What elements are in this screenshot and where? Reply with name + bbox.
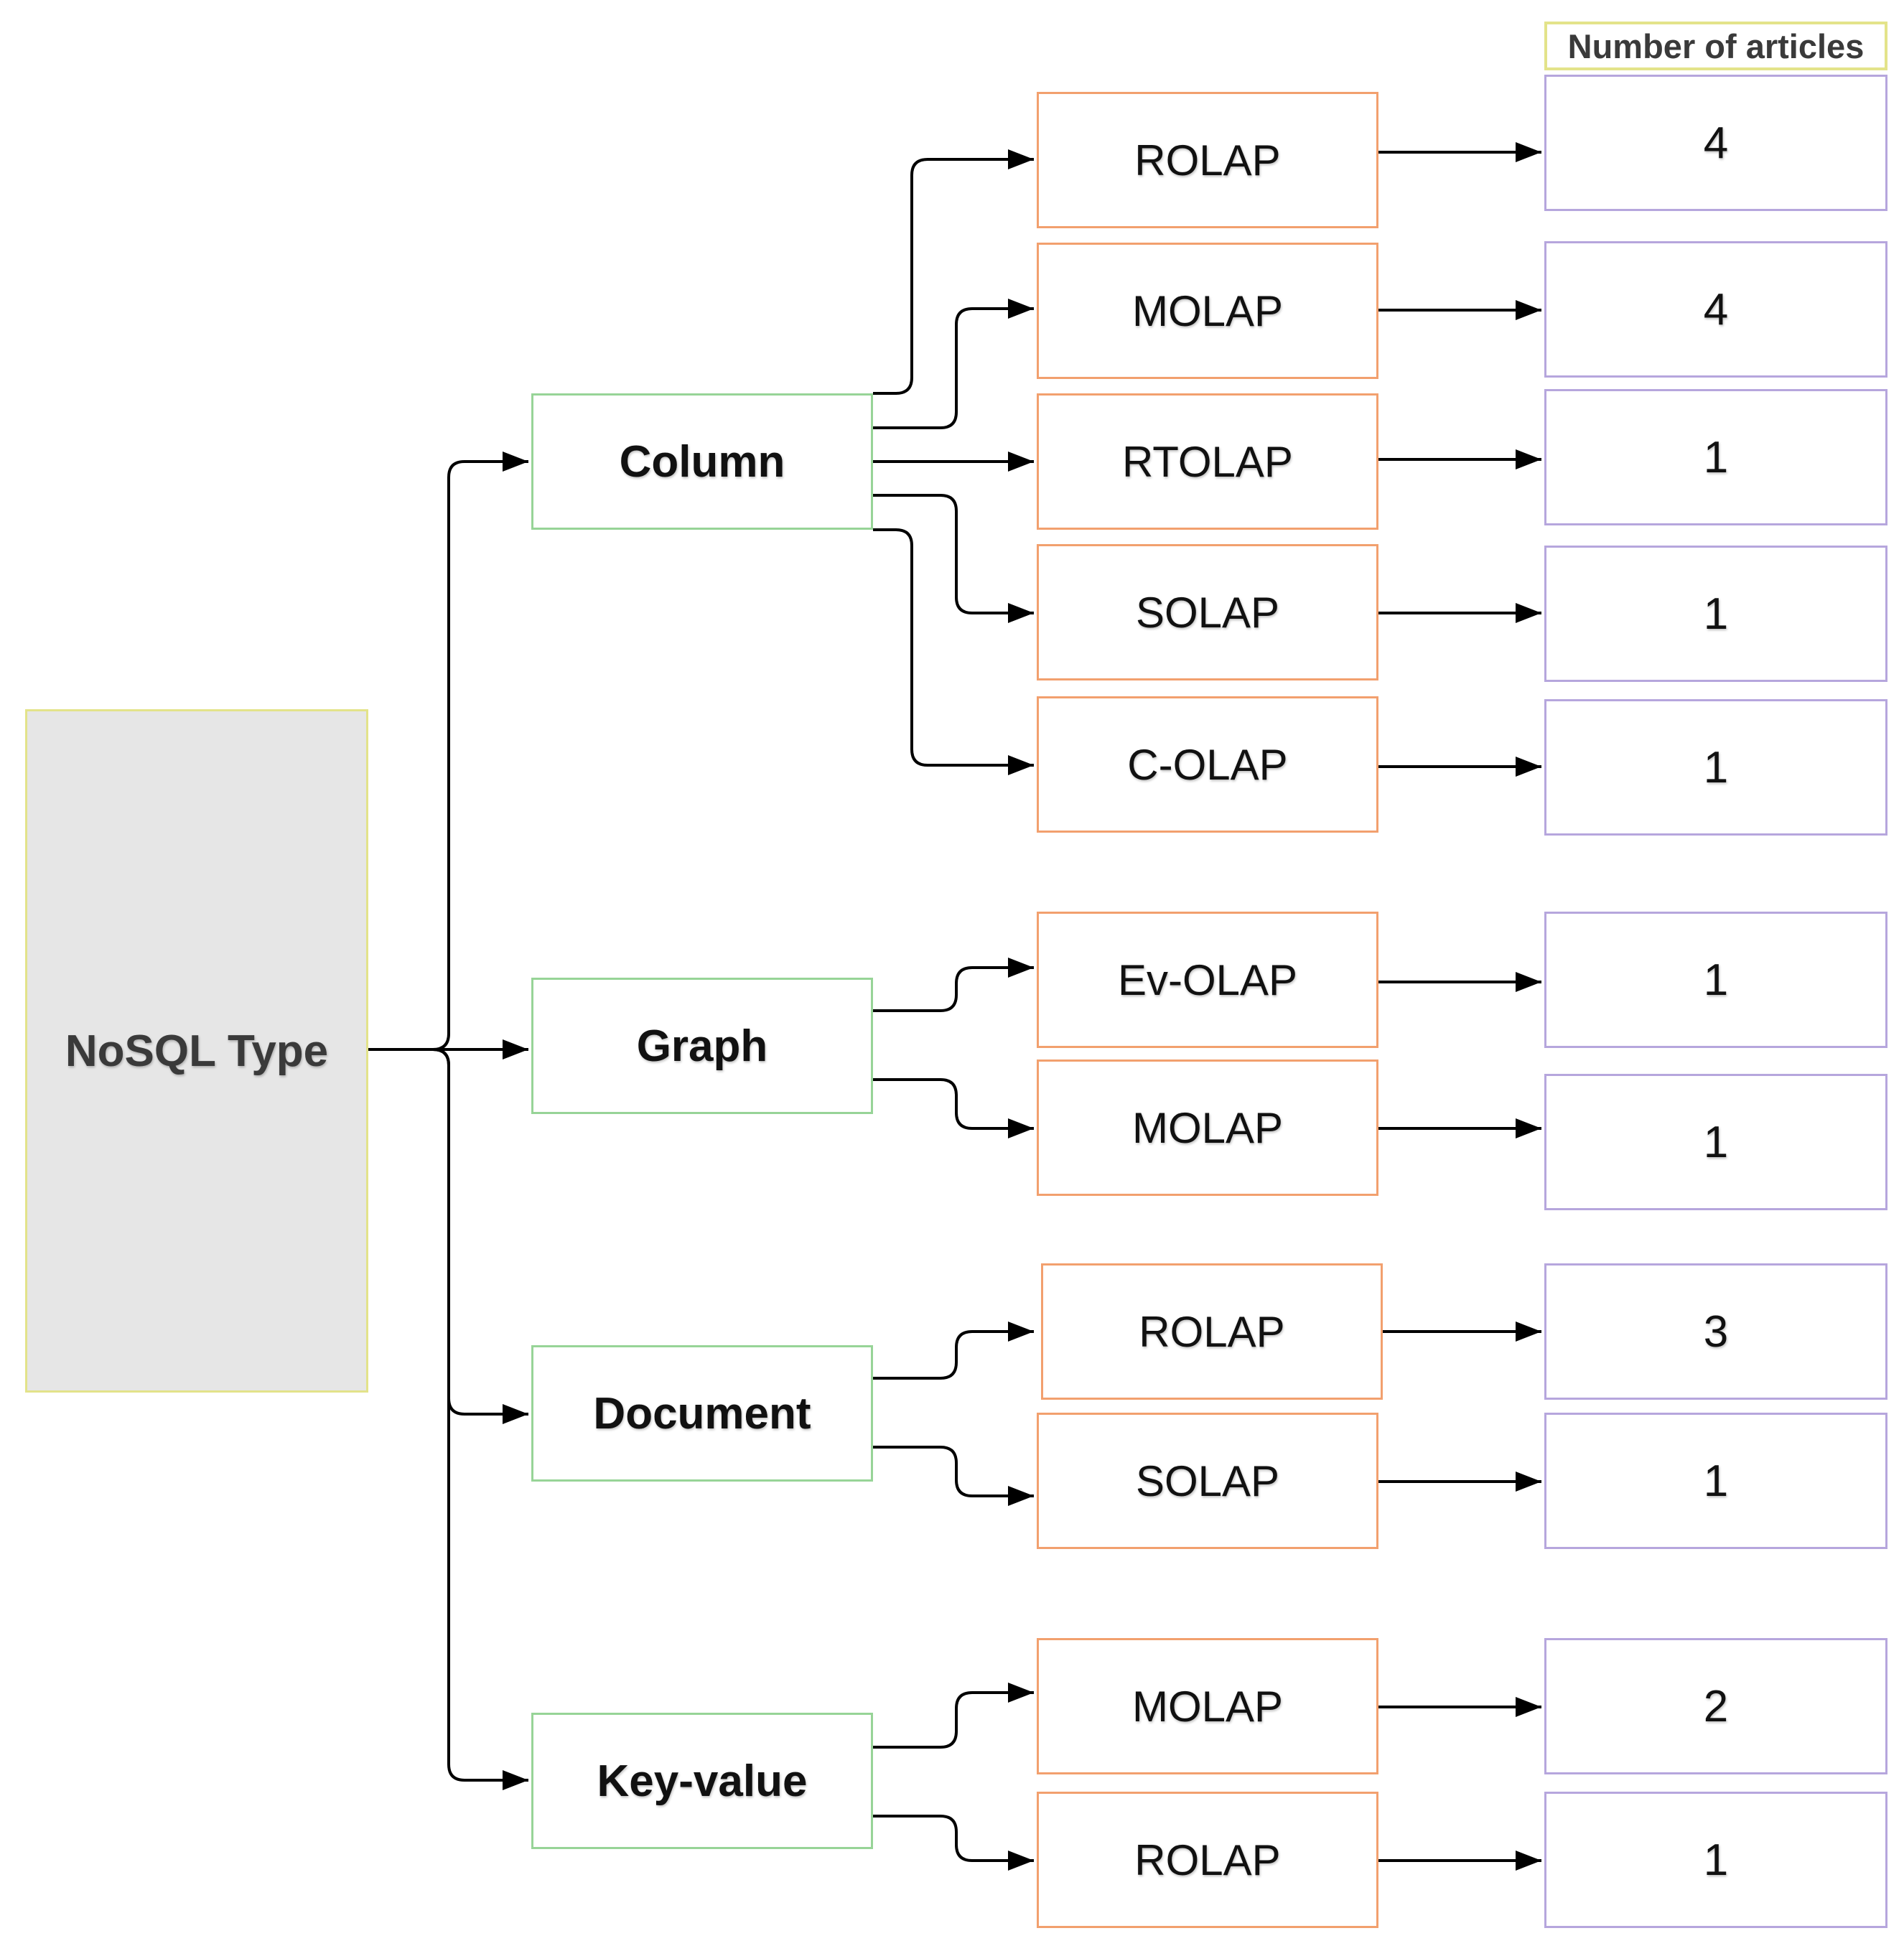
olap-label: SOLAP [1135, 1456, 1280, 1505]
olap-node-document-rolap: ROLAP [1041, 1263, 1383, 1400]
count-node-graph-ev-olap: 1 [1544, 912, 1887, 1048]
number-of-articles-header: Number of articles [1544, 22, 1887, 70]
type-node-column: Column [531, 393, 873, 530]
count-value: 1 [1703, 955, 1729, 1005]
olap-node-column-rtolap: RTOLAP [1037, 393, 1378, 530]
type-label: Document [593, 1388, 811, 1439]
arrow-type-to-column-rolap [873, 149, 1034, 395]
count-value: 1 [1703, 589, 1729, 639]
count-node-document-rolap: 3 [1544, 1263, 1887, 1400]
arrow-root-to-column [368, 452, 528, 1051]
type-node-key-value: Key-value [531, 1713, 873, 1849]
count-node-column-c-olap: 1 [1544, 699, 1887, 836]
olap-label: ROLAP [1139, 1307, 1285, 1356]
count-node-graph-molap: 1 [1544, 1074, 1887, 1210]
olap-label: MOLAP [1131, 286, 1284, 335]
count-node-column-rolap: 4 [1544, 75, 1887, 211]
olap-node-key-value-rolap: ROLAP [1037, 1792, 1378, 1928]
olap-label: ROLAP [1134, 1835, 1281, 1884]
olap-node-column-c-olap: C-OLAP [1037, 696, 1378, 833]
arrow-type-to-key-value-rolap [873, 1815, 1034, 1871]
count-value: 4 [1703, 118, 1729, 168]
arrow-type-to-document-solap [873, 1446, 1034, 1506]
olap-label: RTOLAP [1122, 437, 1293, 486]
count-value: 4 [1703, 284, 1729, 335]
olap-label: SOLAP [1135, 588, 1280, 637]
olap-label: MOLAP [1131, 1682, 1284, 1731]
count-node-column-solap: 1 [1544, 546, 1887, 682]
count-node-document-solap: 1 [1544, 1413, 1887, 1549]
arrow-type-to-graph-molap [873, 1078, 1034, 1138]
count-node-key-value-rolap: 1 [1544, 1792, 1887, 1928]
arrow-type-to-graph-ev-olap [873, 958, 1034, 1012]
count-value: 1 [1703, 1835, 1729, 1885]
olap-node-column-molap: MOLAP [1037, 243, 1378, 379]
count-value: 3 [1703, 1306, 1729, 1357]
nosql-type-node: NoSQL Type [25, 709, 368, 1393]
arrow-type-to-key-value-molap [873, 1683, 1034, 1749]
arrow-type-to-column-solap [873, 494, 1034, 623]
type-label: Key-value [597, 1756, 808, 1806]
arrow-root-to-key-value [368, 1048, 528, 1790]
olap-label: C-OLAP [1127, 740, 1288, 789]
type-label: Column [619, 436, 785, 487]
olap-node-key-value-molap: MOLAP [1037, 1638, 1378, 1774]
header-label: Number of articles [1567, 27, 1865, 65]
count-node-column-molap: 4 [1544, 241, 1887, 378]
count-value: 1 [1703, 742, 1729, 792]
olap-node-document-solap: SOLAP [1037, 1413, 1378, 1549]
type-node-document: Document [531, 1345, 873, 1482]
arrow-type-to-document-rolap [873, 1321, 1034, 1380]
olap-node-column-solap: SOLAP [1037, 544, 1378, 680]
arrow-type-to-column-molap [873, 299, 1034, 429]
olap-label: ROLAP [1134, 136, 1281, 184]
olap-node-graph-molap: MOLAP [1037, 1059, 1378, 1196]
type-label: Graph [636, 1021, 768, 1071]
olap-label: Ev-OLAP [1117, 955, 1298, 1004]
olap-label: MOLAP [1131, 1103, 1284, 1152]
count-value: 1 [1703, 1117, 1729, 1167]
count-node-column-rtolap: 1 [1544, 389, 1887, 525]
olap-node-graph-ev-olap: Ev-OLAP [1037, 912, 1378, 1048]
count-value: 1 [1703, 432, 1729, 482]
count-node-key-value-molap: 2 [1544, 1638, 1887, 1774]
count-value: 2 [1703, 1681, 1729, 1731]
count-value: 1 [1703, 1456, 1729, 1506]
root-label: NoSQL Type [65, 1026, 329, 1076]
olap-node-column-rolap: ROLAP [1037, 92, 1378, 228]
arrow-type-to-column-c-olap [873, 528, 1034, 775]
type-node-graph: Graph [531, 978, 873, 1114]
